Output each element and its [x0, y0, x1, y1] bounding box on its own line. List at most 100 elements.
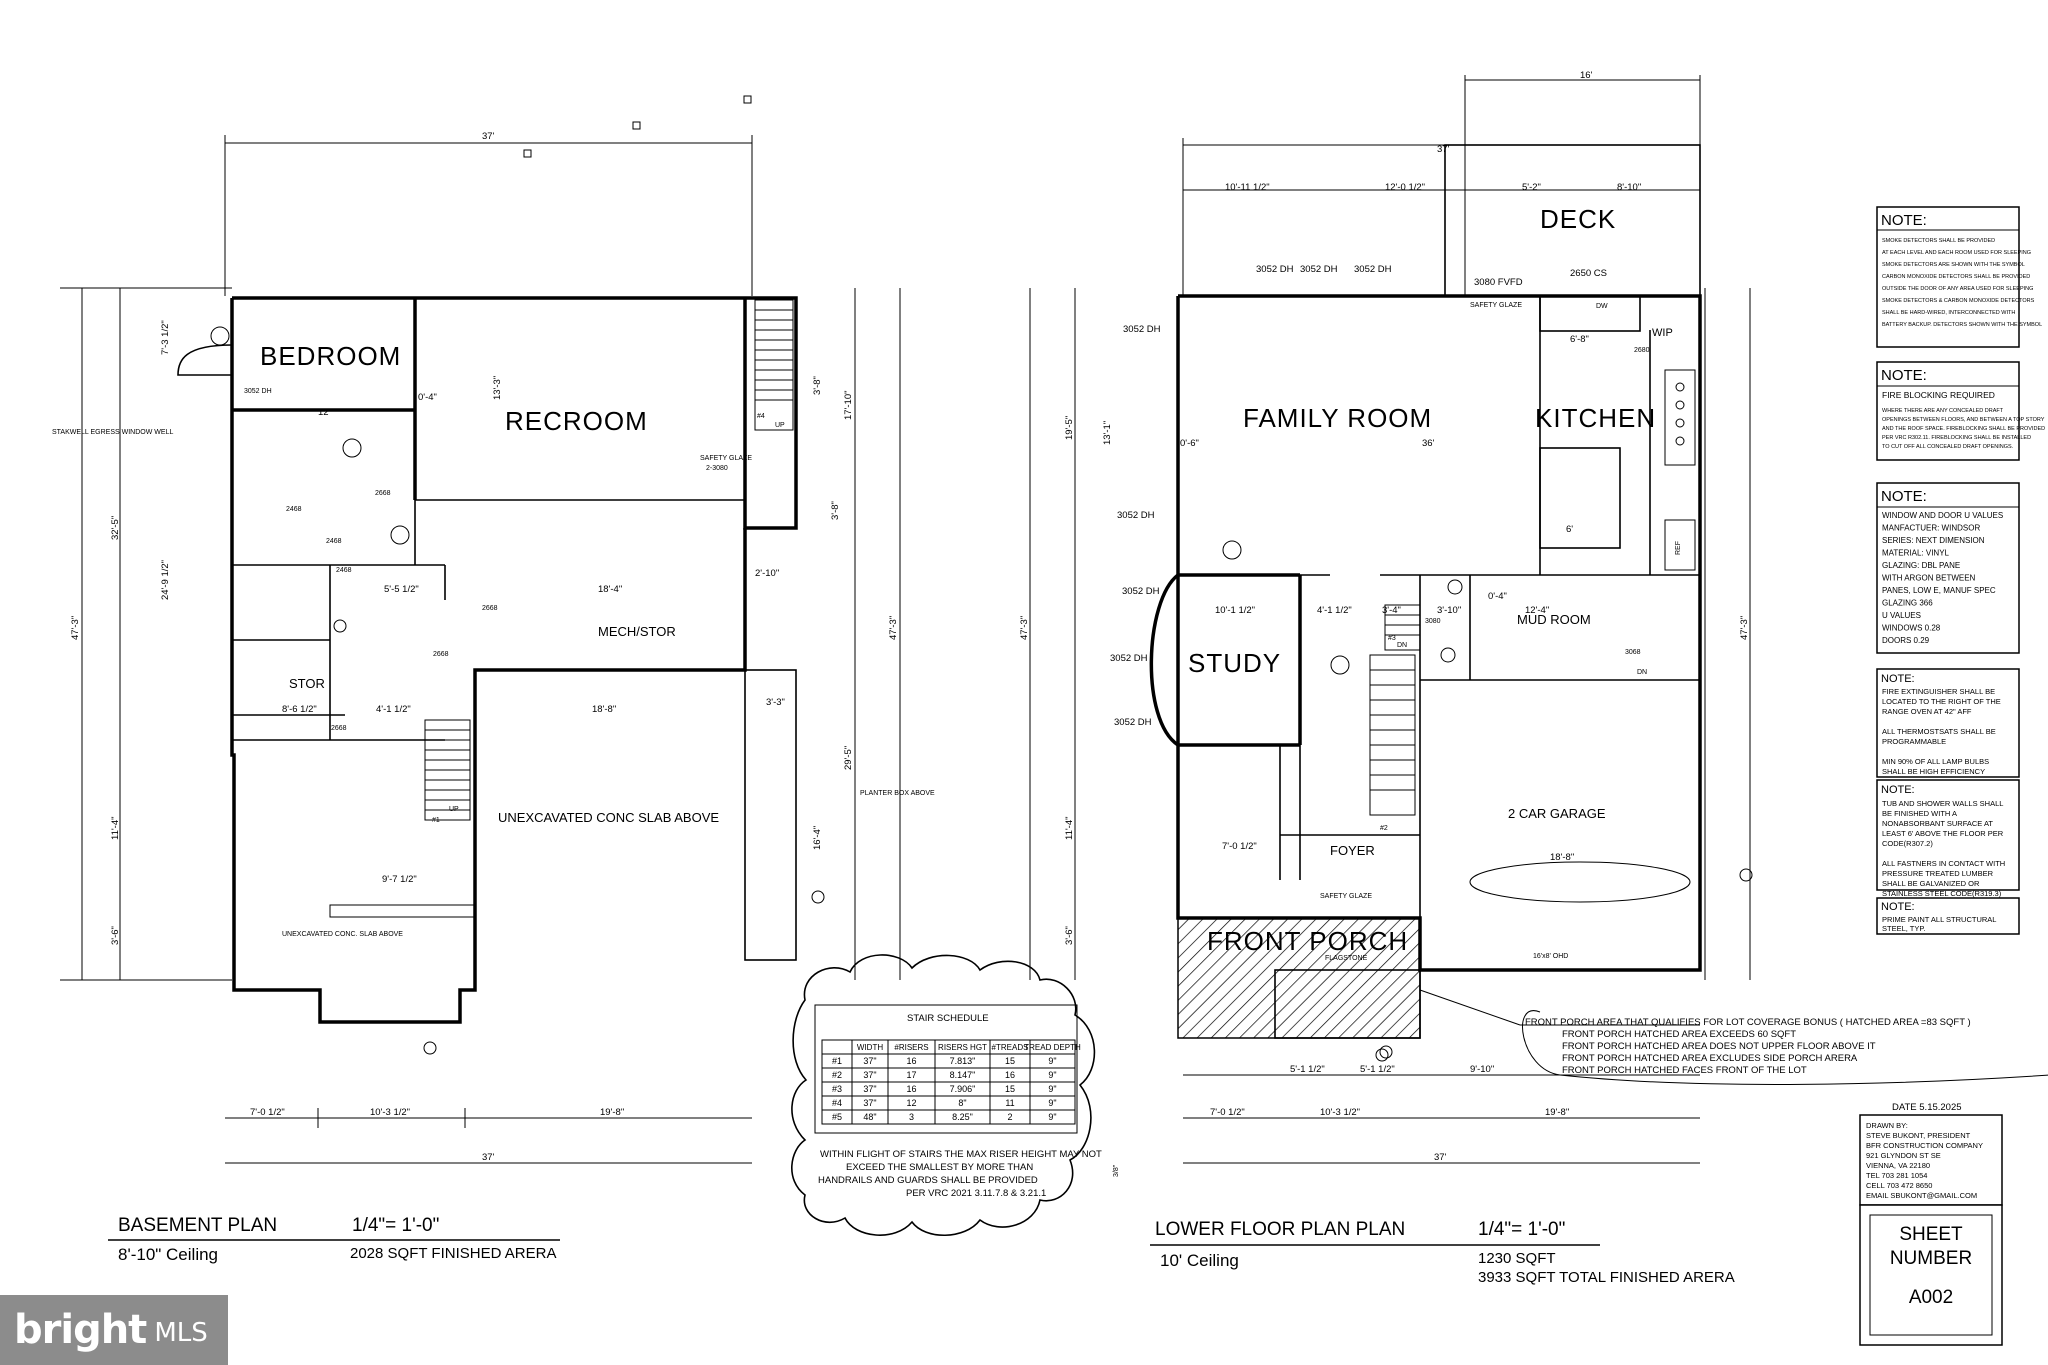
note-line: DOORS 0.29 [1882, 636, 1930, 645]
basement-plan: BEDROOM RECROOM STOR MECH/STOR UNEXCAVAT… [52, 131, 935, 1164]
note-line: BATTERY BACKUP. DETECTORS SHOWN WITH THE… [1882, 322, 2042, 328]
lower-dim-t5-2: 5'-2" [1522, 182, 1541, 193]
note-line: BFR CONSTRUCTION COMPANY [1866, 1141, 1983, 1150]
note-line: SMOKE DETECTORS SHALL BE PROVIDED [1882, 238, 1995, 244]
lower-room-study: STUDY [1188, 648, 1281, 678]
stair-table-value: 16 [906, 1056, 916, 1066]
note-line: MIN 90% OF ALL LAMP BULBS [1882, 757, 1989, 766]
lower-room-mud: MUD ROOM [1517, 612, 1591, 627]
stair-table-value: 12 [906, 1098, 916, 1108]
lower-ceiling: 10' Ceiling [1160, 1251, 1239, 1270]
lower-dim-0-6: 0'-6" [1180, 438, 1199, 449]
study-bay-window [1149, 573, 1180, 747]
stair-note-line: PER VRC 2021 3.11.7.8 & 3.21.1 [906, 1188, 1046, 1199]
note-line: STEEL, TYP. [1882, 924, 1926, 933]
stair-table-header: #RISERS [894, 1043, 928, 1052]
note-line: MANFACTUER: WINDSOR [1882, 524, 1980, 533]
stair-note-line: EXCEED THE SMALLEST BY MORE THAN [846, 1162, 1033, 1173]
stair-note-line: HANDRAILS AND GUARDS SHALL BE PROVIDED [818, 1175, 1038, 1186]
lower-w3052-a: 3052 DH [1256, 264, 1294, 275]
stair-note-fraction: 3/8" [1113, 1164, 1120, 1177]
lower-dim-bottom-a: 7'-0 1/2" [1210, 1107, 1245, 1118]
note-line: CARBON MONOXIDE DETECTORS SHALL BE PROVI… [1882, 274, 2030, 280]
stair-table-value: 37" [863, 1098, 876, 1108]
note-title: NOTE: [1881, 784, 1915, 796]
sheet-label-2: NUMBER [1890, 1248, 1972, 1269]
stair-table-value: 9" [1048, 1112, 1056, 1122]
basement-ceiling: 8'-10" Ceiling [118, 1245, 218, 1264]
stair-table-cell [821, 1039, 853, 1055]
porch-note-line: FRONT PORCH HATCHED AREA DOES NOT UPPER … [1562, 1041, 1876, 1052]
lower-dim-t12-0: 12'-0 1/2" [1385, 182, 1425, 193]
note-line: LEAST 6' ABOVE THE FLOOR PER [1882, 829, 2004, 838]
stair-table-header: WIDTH [857, 1043, 883, 1052]
basement-dim-right-c: 3'-8" [812, 376, 823, 395]
lower-w3052-d: 3052 DH [1123, 324, 1161, 335]
note-title: NOTE: [1881, 367, 1927, 384]
note-title: NOTE: [1881, 488, 1927, 505]
basement-dim-right-a: 17'-10" [843, 391, 854, 420]
basement-area: 2028 SQFT FINISHED ARERA [350, 1245, 556, 1262]
note-line: SMOKE DETECTORS ARE SHOWN WITH THE SYMBO… [1882, 262, 2025, 268]
stair-4 [754, 299, 794, 431]
basement-dim-left-c: 11'-4" [110, 817, 121, 841]
lower-dim-right-total: 47'-3" [1739, 616, 1750, 640]
lower-total-area: 3933 SQFT TOTAL FINISHED ARERA [1478, 1269, 1735, 1286]
lower-plan-scale: 1/4"= 1'-0" [1478, 1219, 1565, 1240]
stair-2 [1369, 654, 1416, 816]
survey-mark [632, 121, 641, 130]
lower-room-porch: FRONT PORCH [1207, 926, 1408, 956]
basement-room-stor: STOR [289, 676, 325, 691]
note-line: WINDOWS 0.28 [1882, 624, 1941, 633]
stair-3 [1384, 604, 1421, 651]
lower-dim-l3-6: 3'-6" [1064, 926, 1075, 945]
brightmls-logo: bright MLS [0, 1295, 228, 1365]
porch-notes: FRONT PORCH AREA THAT QUALIFIES FOR LOT … [1522, 1010, 2048, 1085]
note-line: BE FINISHED WITH A [1882, 809, 1957, 818]
lower-dim-bottom-c: 19'-8" [1545, 1107, 1569, 1118]
lower-d3080: 3080 [1425, 618, 1441, 625]
porch-note-line: FRONT PORCH AREA THAT QUALIFIES FOR LOT … [1525, 1017, 1971, 1028]
lower-dim-6: 6' [1566, 524, 1573, 535]
note-line: AT EACH LEVEL AND EACH ROOM USED FOR SLE… [1882, 250, 2031, 256]
note-line: AND THE ROOF SPACE. FIREBLOCKING SHALL B… [1882, 426, 2045, 432]
stair-table-value: 8.147" [950, 1070, 976, 1080]
stair-table-value: 16 [1005, 1070, 1015, 1080]
lower-dim-10-1: 10'-1 1/2" [1215, 605, 1255, 616]
stair-table-value: #2 [832, 1070, 842, 1080]
lower-area: 1230 SQFT [1478, 1250, 1556, 1267]
basement-dim-5-5: 5'-5 1/2" [384, 584, 419, 595]
stair-table-value: 7.906" [950, 1084, 976, 1094]
lower-dim-12-4: 12'-4" [1525, 605, 1549, 616]
note-line: STEVE BUKONT, PRESIDENT [1866, 1131, 1971, 1140]
basement-dim-bottom-c: 19'-8" [600, 1107, 624, 1118]
lower-dim-left-total: 47'-3" [1019, 616, 1030, 640]
basement-up-a: UP [775, 422, 785, 429]
lower-room-foyer: FOYER [1330, 843, 1375, 858]
stair-1 [424, 719, 471, 821]
note-line: WITH ARGON BETWEEN [1882, 574, 1976, 583]
egress-window-well [177, 344, 233, 376]
basement-dim-left-e: 7'-3 1/2" [160, 320, 171, 355]
stair-table-cell [1029, 1109, 1076, 1125]
lower-dim-3-4: 3'-4" [1382, 605, 1401, 616]
door-2468-b: 2468 [326, 538, 342, 545]
stair-table-value: 8" [958, 1098, 966, 1108]
note-line: STAINLESS STEEL CODE(R319.3) [1882, 889, 2002, 898]
note-line: PANES, LOW E, MANUF SPEC [1882, 586, 1996, 595]
basement-dim-2-10: 2'-10" [755, 568, 779, 579]
note-title: NOTE: [1881, 212, 1927, 229]
note-box-4: NOTE: FIRE EXTINGUISHER SHALL BELOCATED … [1876, 668, 2020, 778]
basement-safety-glaze: SAFETY GLAZE [700, 455, 752, 462]
lower-room-deck: DECK [1540, 204, 1616, 234]
note-line: PRESSURE TREATED LUMBER [1882, 869, 1994, 878]
basement-dim-right-total: 47'-3" [888, 616, 899, 640]
stair-table-value: 15 [1005, 1056, 1015, 1066]
basement-dim-12: 12' [318, 407, 331, 418]
stair-table-value: 2 [1007, 1112, 1012, 1122]
lower-room-wip: WIP [1652, 327, 1673, 339]
basement-dim-bottom-b: 10'-3 1/2" [370, 1107, 410, 1118]
note-box-3: NOTE: WINDOW AND DOOR U VALUESMANFACTUER… [1876, 482, 2020, 654]
door-2668-b: 2668 [482, 605, 498, 612]
